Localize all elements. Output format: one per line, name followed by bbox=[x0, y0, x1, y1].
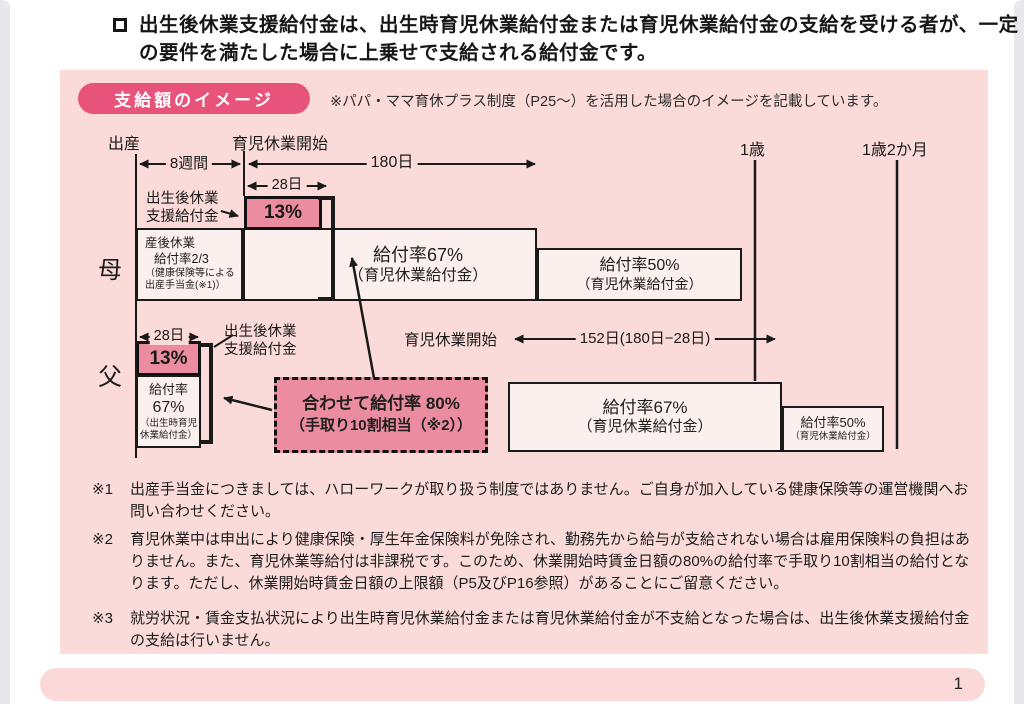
footnote-1-text: 出産手当金につきましては、ハローワークが取り扱う制度ではありません。ご自身が加入… bbox=[130, 481, 969, 520]
footnote-3: ※3 就労状況・賃金支払状況により出生時育児休業給付金または育児休業給付金が不支… bbox=[92, 608, 970, 652]
combined-rate-80pct-callout: 合わせて給付率 80% （手取り10割相当（※2）） bbox=[274, 377, 488, 453]
father-rate50-l2: （育児休業給付金） bbox=[790, 431, 876, 443]
father-rate67-box: 給付率67% （育児休業給付金） bbox=[508, 382, 782, 452]
square-bullet-icon bbox=[113, 18, 127, 32]
father-rate67-small-l3: （出生時育児 bbox=[139, 417, 197, 429]
father-rate67-small-box: 給付率 67% （出生時育児 休業給付金） bbox=[136, 375, 201, 448]
mother-postnatal-l2: 給付率2/3 bbox=[154, 252, 209, 266]
father-rate67-l1: 給付率67% bbox=[602, 398, 688, 417]
arrow-text-28days-father: 28日 bbox=[149, 328, 189, 345]
father-rate67-small-l2: 67% bbox=[152, 398, 185, 416]
footnote-2-text: 育児休業中は申出により健康保険・厚生年金保険料が免除され、勤務先から給与が支給さ… bbox=[130, 531, 970, 592]
mother-support-label-l1: 出生後休業 bbox=[146, 191, 219, 207]
mother-postnatal-l3: （健康保険等による bbox=[145, 267, 235, 279]
arrow-text-8weeks: 8週間 bbox=[165, 155, 213, 173]
father-rate67-small-l1: 給付率 bbox=[148, 381, 188, 397]
mother-support-13pct-box: 13% bbox=[244, 196, 322, 230]
combined-rate-l2: （手取り10割相当（※2）） bbox=[289, 417, 473, 435]
mother-postnatal-leave-box: 産後休業 給付率2/3 （健康保険等による 出産手当金(※1)） bbox=[136, 228, 243, 301]
mother-rate67-box: 給付率67% （育児休業給付金） bbox=[243, 228, 537, 301]
mother-rate67-l1: 給付率67% bbox=[372, 244, 464, 265]
timeline-label-age1y2m: 1歳2か月 bbox=[862, 142, 928, 159]
timeline-label-leave-start: 育児休業開始 bbox=[232, 136, 329, 153]
arrow-text-180days: 180日 bbox=[366, 154, 418, 173]
father-rate67-l2: （育児休業給付金） bbox=[577, 418, 713, 436]
arrow-text-152days: 152日(180日−28日) bbox=[575, 330, 715, 348]
footnote-1: ※1 出産手当金につきましては、ハローワークが取り扱う制度ではありません。ご自身… bbox=[92, 479, 970, 523]
header-line-1: 出生後休業支援給付金は、出生時育児休業給付金または育児休業給付金の支給を受ける者… bbox=[139, 14, 1019, 36]
mother-rate50-l2: （育児休業給付金） bbox=[576, 275, 703, 292]
diagram-title-badge: 支給額のイメージ bbox=[78, 83, 310, 114]
combined-rate-l1: 合わせて給付率 80% bbox=[302, 394, 460, 414]
mother-rate50-l1: 給付率50% bbox=[599, 256, 680, 274]
row-label-father: 父 bbox=[98, 364, 122, 391]
viewer-edge-left bbox=[0, 0, 10, 704]
father-support-label-l2: 支援給付金 bbox=[224, 342, 297, 359]
footnote-2-label: ※2 bbox=[92, 531, 113, 548]
father-support-benefit-label: 出生後休業 支援給付金 bbox=[224, 323, 297, 359]
page-number: 1 bbox=[953, 674, 963, 693]
father-rate50-l1: 給付率50% bbox=[800, 414, 866, 430]
diagram-note: ※パパ・ママ育休プラス制度（P25～）を活用した場合のイメージを記載しています。 bbox=[330, 94, 888, 110]
timeline-label-age1: 1歳 bbox=[740, 142, 765, 159]
mother-support-label-l2: 支援給付金 bbox=[146, 209, 219, 226]
footer-bar: 1 bbox=[40, 668, 985, 701]
father-rate67-small-l4: 休業給付金） bbox=[139, 429, 197, 441]
viewer-edge-right bbox=[1014, 0, 1024, 704]
mother-postnatal-l1: 産後休業 bbox=[145, 236, 196, 251]
father-leave-start-label: 育児休業開始 bbox=[404, 332, 498, 349]
arrow-text-28days-mother: 28日 bbox=[267, 177, 307, 194]
mother-postnatal-l4: 出産手当金(※1)） bbox=[145, 280, 226, 292]
father-rate50-box: 給付率50% （育児休業給付金） bbox=[782, 406, 884, 452]
father-support-label-l1: 出生後休業 bbox=[224, 324, 297, 340]
footnote-3-text: 就労状況・賃金支払状況により出生時育児休業給付金または育児休業給付金が不支給とな… bbox=[130, 610, 970, 649]
footnote-1-label: ※1 bbox=[92, 481, 113, 498]
header-line-2: の要件を満たした場合に上乗せで支給される給付金です。 bbox=[139, 42, 658, 64]
mother-rate50-box: 給付率50% （育児休業給付金） bbox=[537, 248, 742, 301]
mother-rate67-l2: （育児休業給付金） bbox=[348, 267, 488, 285]
father-support-13pct-box: 13% bbox=[136, 341, 201, 376]
row-label-mother: 母 bbox=[98, 257, 122, 284]
timeline-label-birth: 出産 bbox=[108, 136, 141, 153]
mother-support-benefit-label: 出生後休業 支援給付金 bbox=[146, 190, 219, 226]
footnote-3-label: ※3 bbox=[92, 610, 113, 627]
footnote-2: ※2 育児休業中は申出により健康保険・厚生年金保険料が免除され、勤務先から給与が… bbox=[92, 529, 970, 595]
